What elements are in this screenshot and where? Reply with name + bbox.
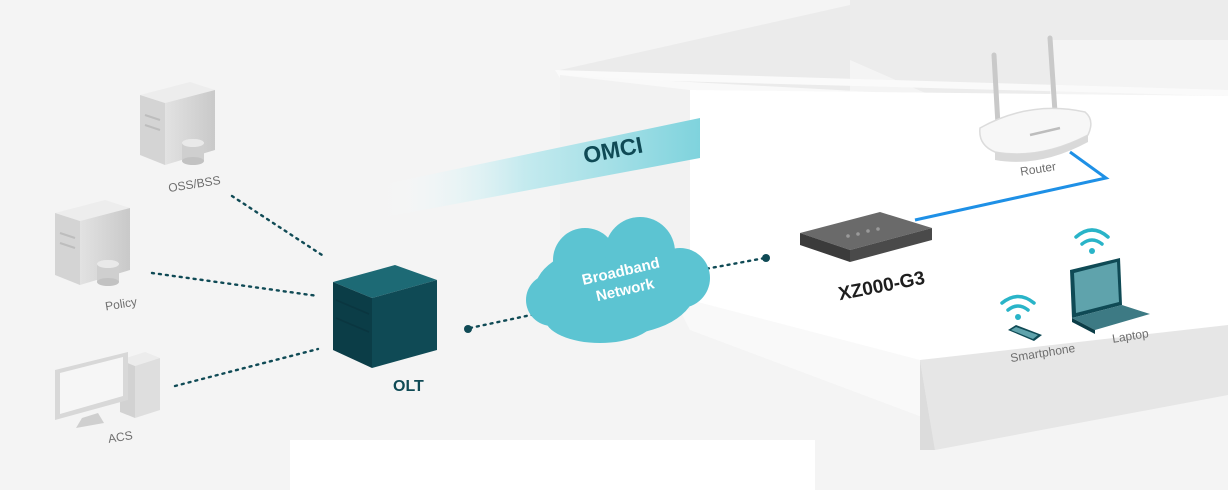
desktop-icon xyxy=(55,352,160,428)
wifi-icon xyxy=(1000,294,1036,320)
olt-label: OLT xyxy=(393,378,424,395)
ont-device-icon xyxy=(800,212,932,262)
wifi-icon xyxy=(1074,228,1110,254)
smartphone-icon xyxy=(1008,325,1042,341)
server-icon xyxy=(140,82,215,165)
server-icon xyxy=(55,200,130,286)
link-endpoint-dot xyxy=(464,325,472,333)
laptop-icon xyxy=(1070,258,1150,334)
ethernet-cable xyxy=(914,150,1110,222)
router-icon xyxy=(979,35,1092,162)
room-walls xyxy=(290,0,1228,490)
omci-band xyxy=(380,118,700,218)
olt-box-icon xyxy=(333,265,437,368)
link-endpoint-dot xyxy=(762,254,770,262)
cloud-icon xyxy=(526,217,710,343)
